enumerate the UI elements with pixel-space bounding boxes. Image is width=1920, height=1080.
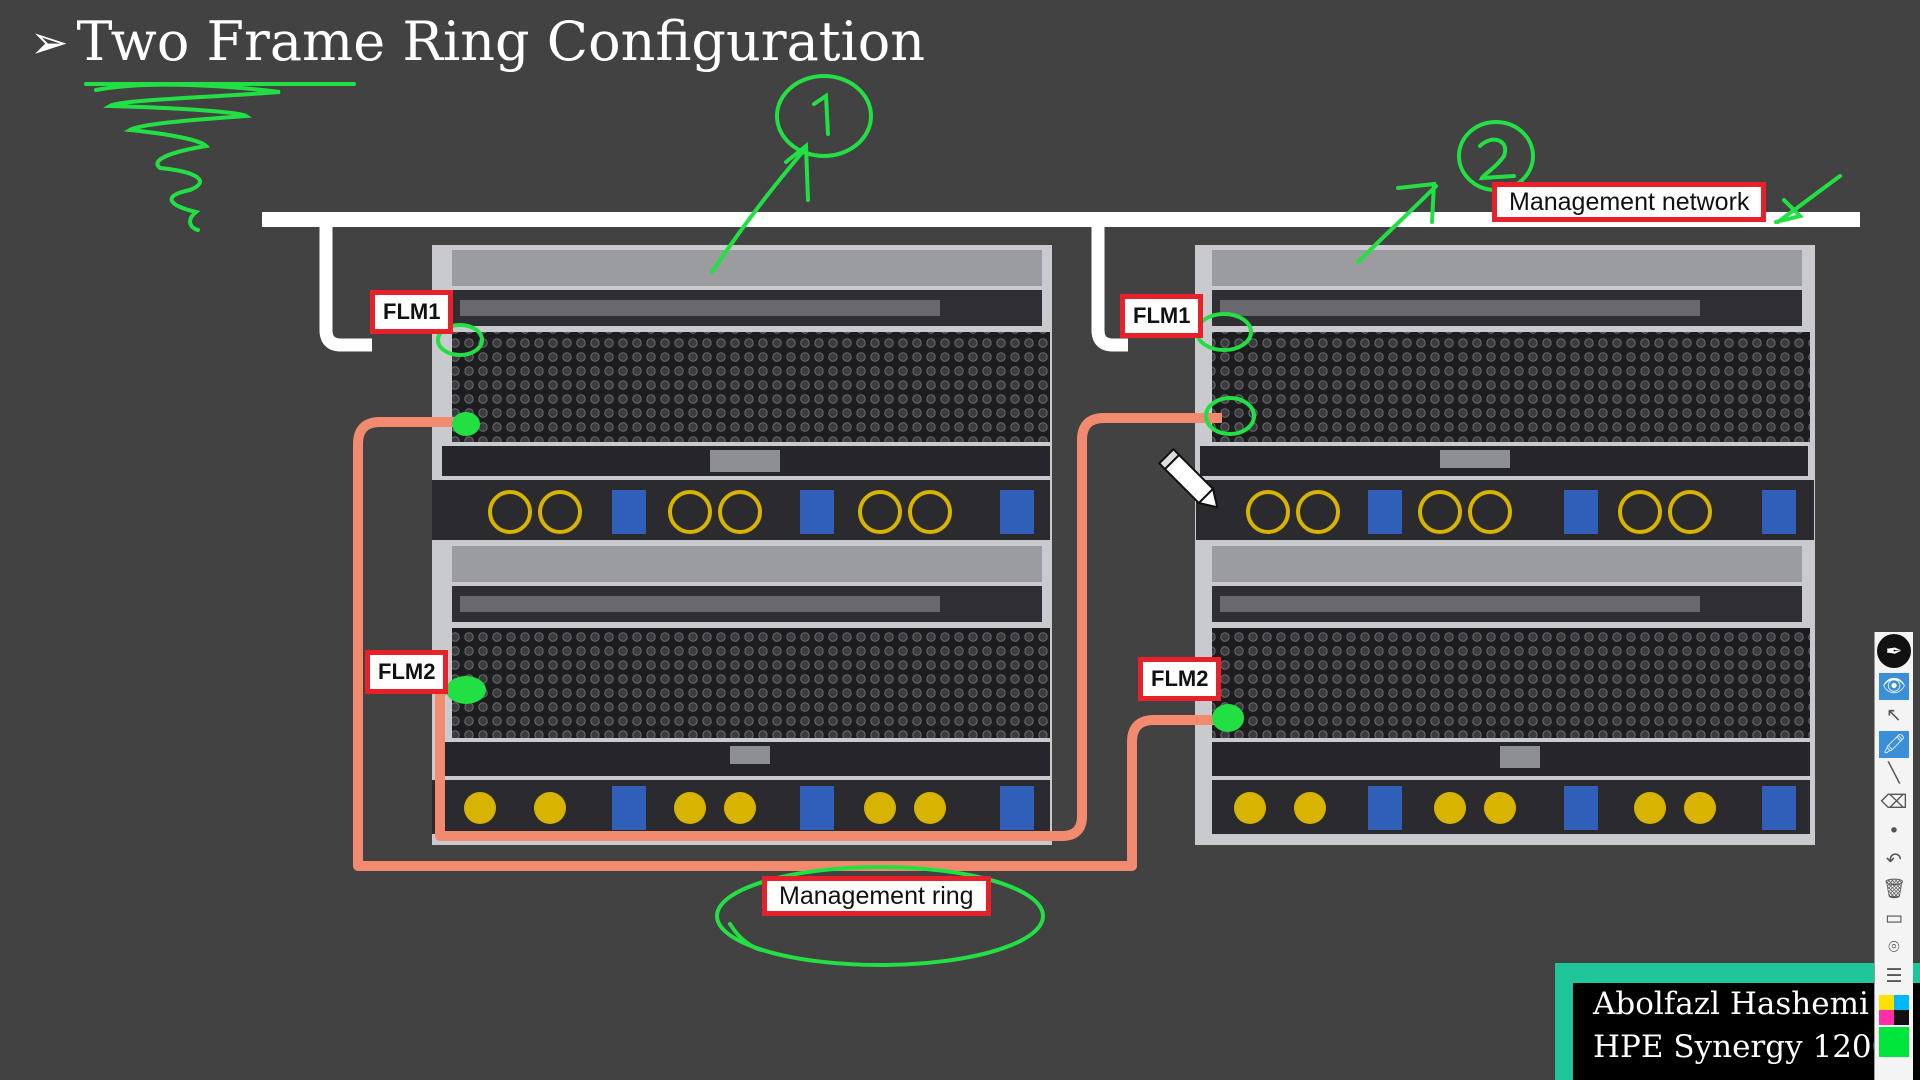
- slide-title-text: Two Frame Ring Configuration: [76, 10, 926, 73]
- eraser-icon[interactable]: ⌫: [1880, 791, 1908, 813]
- color-swatch-yellow[interactable]: [1879, 995, 1894, 1010]
- clipboard-icon[interactable]: ☰: [1885, 965, 1903, 987]
- management-ring-cable: [353, 413, 1228, 871]
- slide-title: ➢ Two Frame Ring Configuration: [30, 10, 925, 73]
- frame2-flm1-label: FLM1: [1120, 294, 1204, 338]
- frame2-flm2-label: FLM2: [1138, 657, 1222, 701]
- author-name: Abolfazl Hashemi: [1593, 986, 1869, 1022]
- color-swatch-magenta[interactable]: [1879, 1010, 1894, 1025]
- color-swatch-cyan[interactable]: [1894, 995, 1909, 1010]
- arrow-bullet-icon: ➢: [30, 14, 69, 69]
- management-network-bar: [262, 212, 1860, 352]
- trash-icon[interactable]: 🗑: [1881, 878, 1907, 900]
- flm-port-markers: [446, 412, 1244, 732]
- pen-annotations: [84, 74, 1842, 967]
- course-name: HPE Synergy 12000: [1593, 1029, 1912, 1065]
- color-swatch-black[interactable]: [1894, 1010, 1909, 1025]
- line-icon[interactable]: ╲: [1888, 762, 1900, 784]
- annotation-toolbar: ✒ 👁 ↖ 🖍 ╲ ⌫ • ↶ 🗑 ▭ ⌾ ☰: [1874, 632, 1913, 1080]
- management-network-label: Management network: [1492, 182, 1767, 222]
- board-icon[interactable]: ▭: [1885, 907, 1903, 929]
- color-swatches: [1879, 995, 1909, 1057]
- camera-icon[interactable]: ⌾: [1888, 936, 1900, 958]
- management-ring-label: Management ring: [762, 876, 991, 916]
- dot-icon[interactable]: •: [1888, 820, 1900, 842]
- pointer-icon[interactable]: ↖: [1886, 704, 1902, 726]
- frame-2-chassis: [1195, 245, 1815, 845]
- author-box: Abolfazl Hashemi HPE Synergy 12000: [1555, 963, 1920, 1080]
- highlighter-icon[interactable]: 🖍: [1879, 731, 1909, 758]
- frame1-flm1-label: FLM1: [370, 290, 454, 334]
- eye-icon[interactable]: 👁: [1879, 673, 1909, 700]
- author-box-inner: Abolfazl Hashemi HPE Synergy 12000: [1573, 983, 1920, 1080]
- frame-1-chassis: [432, 245, 1052, 845]
- undo-icon[interactable]: ↶: [1886, 849, 1902, 871]
- color-swatch-green[interactable]: [1879, 1027, 1909, 1057]
- frame1-flm2-label: FLM2: [365, 650, 449, 694]
- pen-tip-icon[interactable]: ✒: [1877, 634, 1911, 668]
- pencil-cursor-icon: [1157, 447, 1219, 509]
